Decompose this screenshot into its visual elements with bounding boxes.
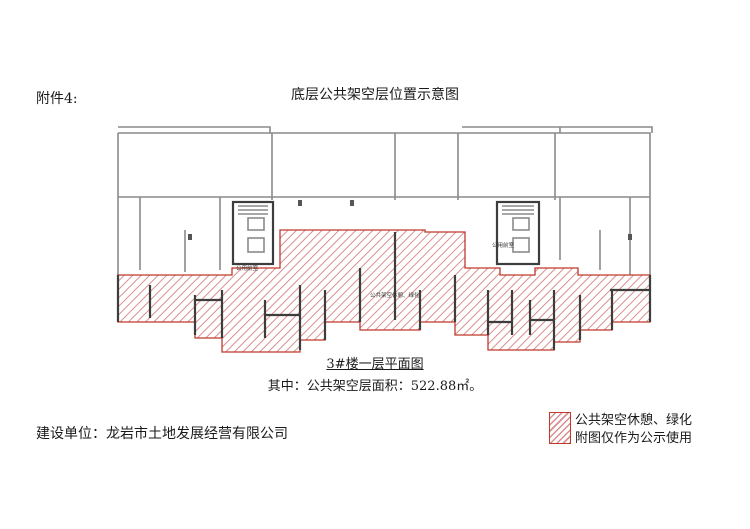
area-text: 其中：公共架空层面积：522.88㎡。 xyxy=(267,379,483,394)
room-label-left-shaft: 公用前室 xyxy=(236,264,259,272)
public-open-area xyxy=(116,229,652,353)
room-label-right-shaft: 公用前室 xyxy=(492,241,515,249)
legend-hatch-swatch xyxy=(549,412,571,444)
building-walls xyxy=(117,126,653,275)
plan-subtitle: 3#楼一层平面图 xyxy=(326,357,424,372)
attachment-label: 附件4: xyxy=(36,91,78,107)
room-label-central: 公共架空休憩、绿化 xyxy=(370,291,420,299)
legend-line-2: 附图仅作为公示使用 xyxy=(575,431,693,446)
builder-label: 建设单位：龙岩市土地发展经营有限公司 xyxy=(36,426,288,442)
page-title: 底层公共架空层位置示意图 xyxy=(291,87,459,103)
legend-line-1: 公共架空休憩、绿化 xyxy=(575,413,693,428)
